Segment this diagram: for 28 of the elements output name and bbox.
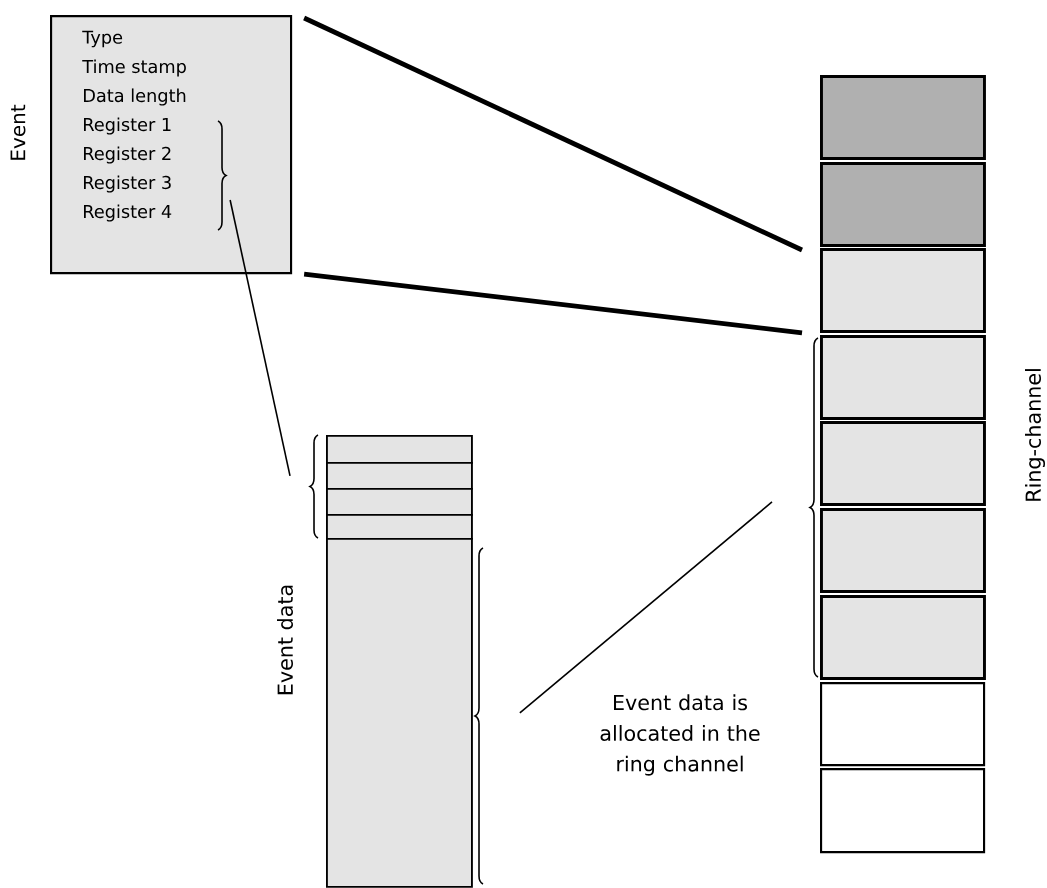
memory-slot [820,595,986,680]
memory-slot [820,335,986,420]
field-label: Register 4 [84,204,172,222]
field-label: Register 3 [84,175,171,193]
note-text: Event data is allocated in the ring channel [600,694,760,776]
leader-line [519,501,773,714]
box-heading: Event [10,104,26,160]
column-label: Event data [277,585,293,695]
field-label: Register 1 [84,117,171,135]
data-cell [326,488,473,516]
data-cell [326,514,473,540]
connector-line [303,15,804,253]
field-label: Type [82,30,123,48]
column-label: Ring-channel [1025,369,1045,501]
memory-slot [820,682,986,767]
connector-line [303,271,803,336]
memory-slot [820,768,986,854]
data-cell [326,435,473,464]
memory-slot [820,75,986,160]
field-label: Data length [84,88,186,106]
field-label: Register 2 [84,146,171,164]
memory-slot [820,162,986,247]
memory-slot [820,508,986,593]
field-label: Time stamp [82,59,186,77]
leader-line [229,199,291,477]
memory-slot [820,421,986,506]
memory-slot [820,248,986,333]
data-cell [326,462,473,490]
